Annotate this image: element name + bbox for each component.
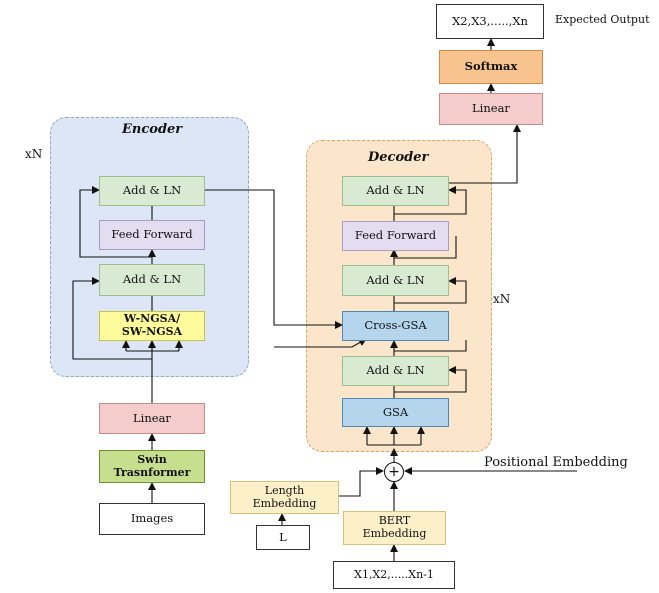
- images-input: Images: [99, 503, 205, 535]
- length-embedding: Length Embedding: [230, 481, 339, 514]
- decoder-add-ln-top: Add & LN: [342, 176, 449, 206]
- positional-embedding-label: Positional Embedding: [484, 455, 628, 470]
- encoder-feed-forward: Feed Forward: [99, 220, 205, 250]
- bert-input: X1,X2,.....Xn-1: [333, 561, 455, 589]
- encoder-repeat-label: xN: [25, 147, 43, 161]
- encoder-title: Encoder: [122, 122, 183, 137]
- expected-output-label: Expected Output: [555, 13, 650, 26]
- encoder-linear: Linear: [99, 403, 205, 434]
- decoder-title: Decoder: [368, 150, 429, 165]
- length-input: L: [256, 525, 310, 550]
- decoder-cross-gsa: Cross-GSA: [342, 311, 449, 341]
- bert-embedding: BERT Embedding: [343, 511, 446, 545]
- decoder-add-ln-middle: Add & LN: [342, 265, 449, 296]
- decoder-repeat-label: xN: [493, 292, 511, 306]
- swin-transformer: Swin Trasnformer: [99, 450, 205, 483]
- softmax: Softmax: [439, 50, 543, 84]
- decoder-linear: Linear: [439, 93, 543, 125]
- decoder-gsa: GSA: [342, 398, 449, 427]
- decoder-feed-forward: Feed Forward: [342, 221, 449, 251]
- plus-icon: +: [384, 462, 404, 482]
- encoder-add-ln-top: Add & LN: [99, 176, 205, 206]
- decoder-add-ln-bottom: Add & LN: [342, 356, 449, 386]
- encoder-add-ln-bottom: Add & LN: [99, 264, 205, 296]
- encoder-attention-block: W-NGSA/ SW-NGSA: [99, 311, 205, 341]
- expected-output-box: X2,X3,.....,Xn: [436, 4, 544, 39]
